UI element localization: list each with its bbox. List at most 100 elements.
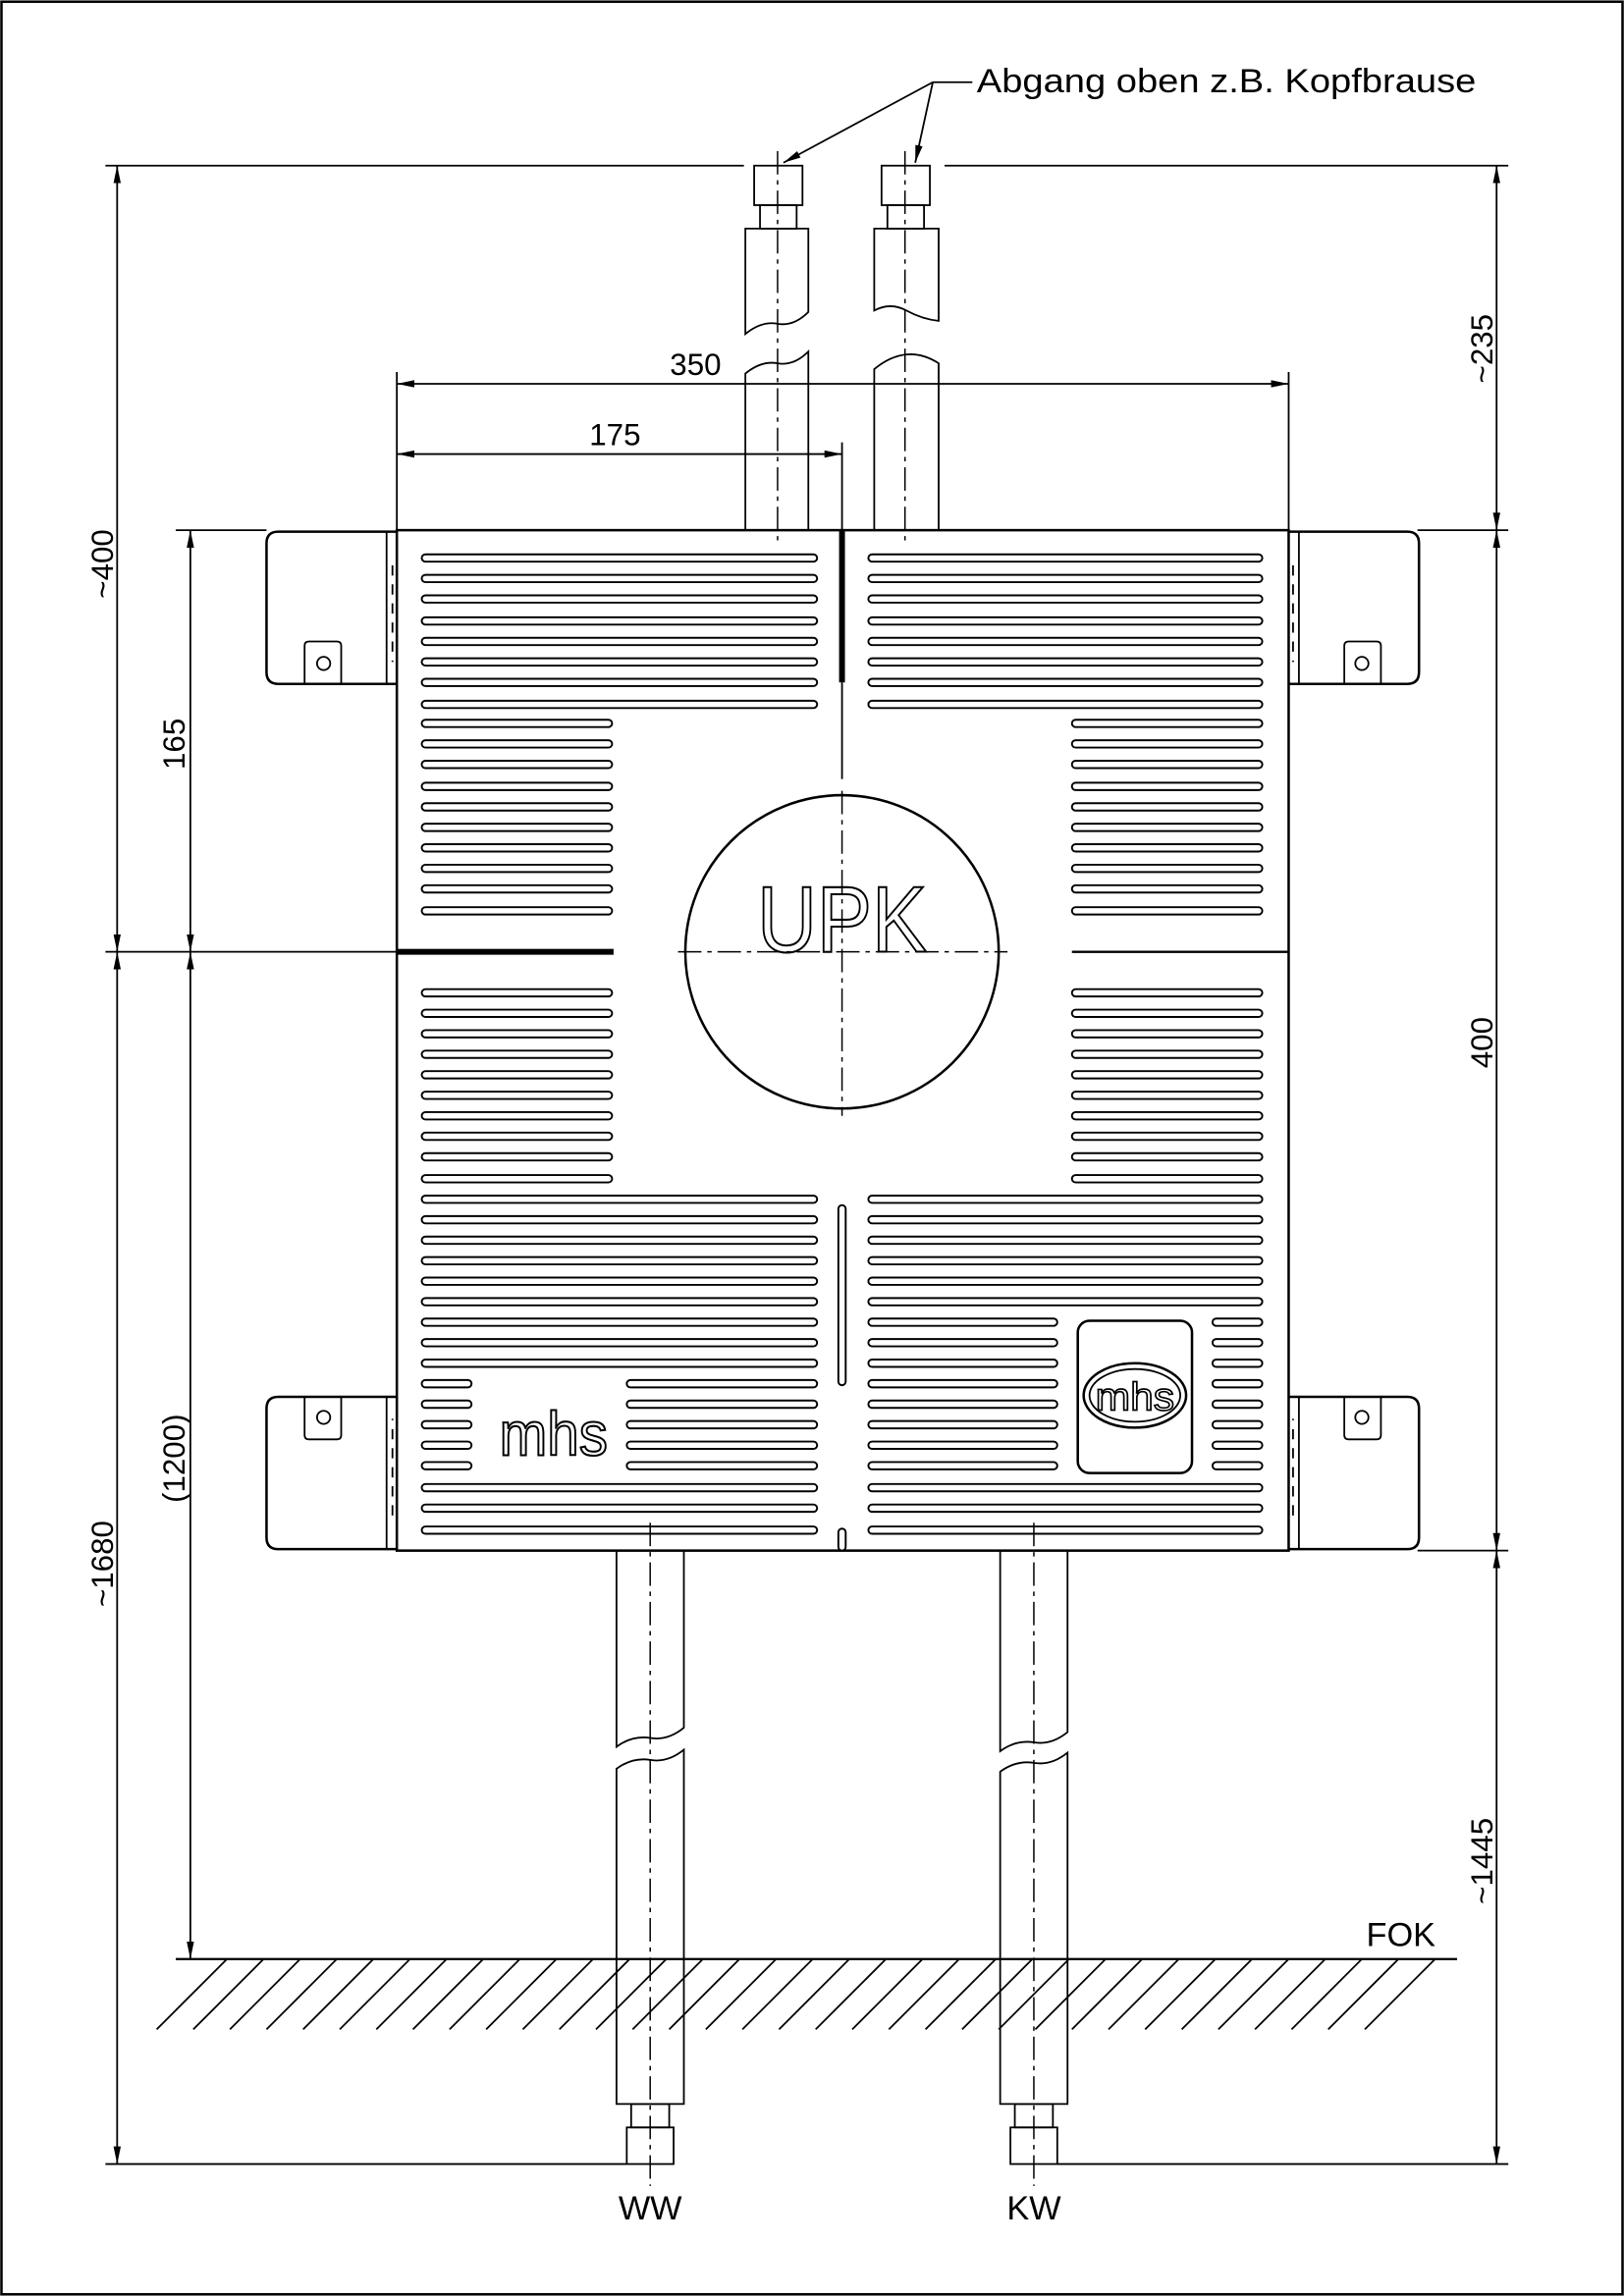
floor-hatch-line [778,1958,850,2030]
dimension-label-top-outlet-height: ~235 [1465,314,1499,384]
dimension-bottom-outlet-height: ~1445 [1465,1550,1500,2164]
vent-slot [867,1317,1058,1327]
vent-slot [1070,1131,1264,1142]
floor-hatch-line [631,1958,704,2030]
vent-slot [1070,1174,1264,1184]
vent-slot [420,1276,819,1286]
vent-slot [867,1440,1058,1450]
vent-slot [867,677,1264,687]
floor-hatch-line [449,1958,521,2030]
dimension-half-width: 175 [397,418,842,458]
pipe-ww: WW [615,1522,685,2227]
vent-slot [867,1276,1264,1286]
vent-slot [1070,802,1264,812]
dimension-overall-width: 350 [397,347,1289,388]
floor-hatch-line [411,1958,484,2030]
vent-slot [420,1317,819,1327]
vent-slot [420,1297,819,1307]
vent-slot [1070,988,1264,998]
floor-hatch-line [339,1958,411,2030]
dimension-bracket-to-center: 165 [157,530,194,952]
vent-slot [420,1049,614,1059]
vent-slot [420,1255,819,1266]
vent-slot [1070,843,1264,853]
badge-oval-outer [1082,1362,1188,1429]
extension-lines [105,164,1509,2165]
vent-slot [867,1195,1264,1204]
pipe-label-kw: KW [1006,2190,1061,2227]
vent-slot [625,1440,819,1450]
vent-slot [420,802,614,812]
vent-slot [420,1482,819,1493]
vent-slot [867,1255,1264,1266]
vent-slot [420,1419,473,1430]
vent-slot [420,823,614,832]
vent-slot [420,883,614,894]
dimension-housing-height: 400 [1465,530,1500,1551]
dimension-label-housing-height: 400 [1465,1017,1499,1068]
dimension-label-center-to-bottom: ~1680 [85,1521,120,1607]
vent-slot [1070,1049,1264,1059]
vent-slots [420,553,1264,1535]
vent-slot [867,1503,1264,1514]
vent-slot [1070,719,1264,728]
floor-hatch-line [668,1958,740,2030]
vent-slot [420,677,819,687]
left-center-slot [397,948,614,955]
floor-hatch-line [961,1958,1034,2030]
vent-slot [867,1482,1264,1493]
dimension-top-outlet-height: ~235 [1465,165,1500,531]
vent-slot [420,1503,819,1514]
floor-hatch-line [815,1958,887,2030]
vent-slot [420,988,614,998]
vent-slot [1070,1029,1264,1039]
floor-hatch-line [1034,1958,1107,2030]
mounting-bracket-bottom-right [1287,1395,1421,1551]
vent-slot [1070,823,1264,832]
vent-slot [420,1070,614,1080]
dimension-label-bottom-outlet-height: ~1445 [1465,1818,1499,1904]
dimension-label-center-to-floor: (1200) [157,1414,191,1503]
vent-slot [420,1151,614,1162]
outlet-label: Abgang oben z.B. Kopfbrause [977,63,1477,100]
floor-hatch-line [1327,1958,1399,2030]
floor-hatch-line [1254,1958,1326,2030]
vent-slot [420,553,819,563]
badge-logo-text: mhs [1096,1374,1175,1418]
vent-slot [420,1440,473,1450]
vent-slot [1070,781,1264,791]
floor-hatch-line [485,1958,558,2030]
vent-slot [420,843,614,853]
floor-hatch-line [1290,1958,1363,2030]
vent-slot [420,699,819,710]
vent-slot [420,1461,473,1470]
vent-slot [867,1461,1058,1470]
vent-slot [867,553,1264,563]
leader-line [914,81,934,163]
upk-housing: UPK mhs mhs [395,528,1290,1552]
floor-hatch-line [851,1958,924,2030]
vent-slot [867,1399,1058,1410]
floor-hatch-line [265,1958,338,2030]
bottom-center-slot [837,1203,847,1387]
vent-slot [420,863,614,874]
dimension-label-top-to-center: ~400 [85,529,120,599]
vent-slot [867,594,1264,604]
vent-slot [1211,1338,1264,1348]
vent-slot [420,636,819,647]
vent-slot [867,1525,1264,1535]
vent-slot [1070,1008,1264,1018]
vent-slot [867,615,1264,626]
floor-hatch-line [595,1958,668,2030]
floor-hatch-line [192,1958,265,2030]
floor-hatch-line [705,1958,778,2030]
dimension-label-bracket-to-center: 165 [157,719,191,770]
vent-slot [420,739,614,749]
vent-slot [867,1235,1264,1246]
top-pipe-right [873,150,940,543]
vent-slot [420,1235,819,1246]
vent-slot [1070,1070,1264,1080]
mhs-badge: mhs [1076,1319,1194,1474]
vent-slot [420,1131,614,1142]
floor-hatch-line [741,1958,814,2030]
